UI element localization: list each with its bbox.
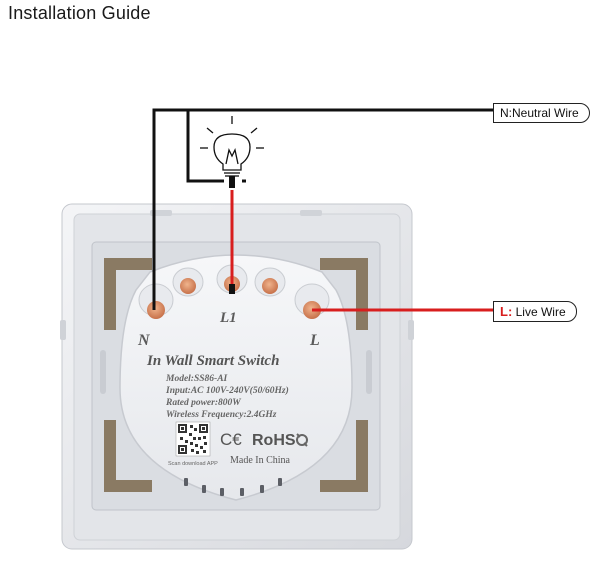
- spec-wireless: Wireless Frequency:2.4GHz: [166, 410, 277, 420]
- terminal-2: [180, 278, 196, 294]
- page-title: Installation Guide: [8, 3, 151, 23]
- module-vents: [184, 478, 282, 496]
- spec-rated-power: Rated power:800W: [165, 398, 241, 408]
- terminal-n: [147, 301, 165, 319]
- live-wire-text: Live Wire: [515, 305, 566, 319]
- terminal-l-label: L: [309, 332, 320, 349]
- neutral-wire-label: N:Neutral Wire: [493, 103, 590, 123]
- spec-model: Model:SS86-AI: [165, 374, 228, 384]
- live-wire-label: L: Live Wire: [493, 301, 577, 322]
- made-in-text: Made In China: [230, 455, 291, 466]
- live-wire: [230, 190, 493, 312]
- neutral-wire: [152, 108, 493, 310]
- terminal-l1-label: L1: [219, 310, 237, 326]
- product-name: In Wall Smart Switch: [146, 353, 279, 369]
- ce-mark: C€: [220, 430, 242, 449]
- live-wire-prefix: L:: [500, 304, 513, 319]
- terminal-n-label: N: [137, 332, 151, 349]
- terminal-4: [262, 278, 278, 294]
- scan-download-text: Scan download APP: [168, 461, 218, 467]
- recycle-icon: [296, 433, 308, 447]
- spec-input: Input:AC 100V-240V(50/60Hz): [165, 385, 289, 396]
- light-bulb-icon: [200, 116, 264, 177]
- rohs-mark: RoHS: [252, 432, 296, 449]
- qr-code-icon: [175, 421, 211, 457]
